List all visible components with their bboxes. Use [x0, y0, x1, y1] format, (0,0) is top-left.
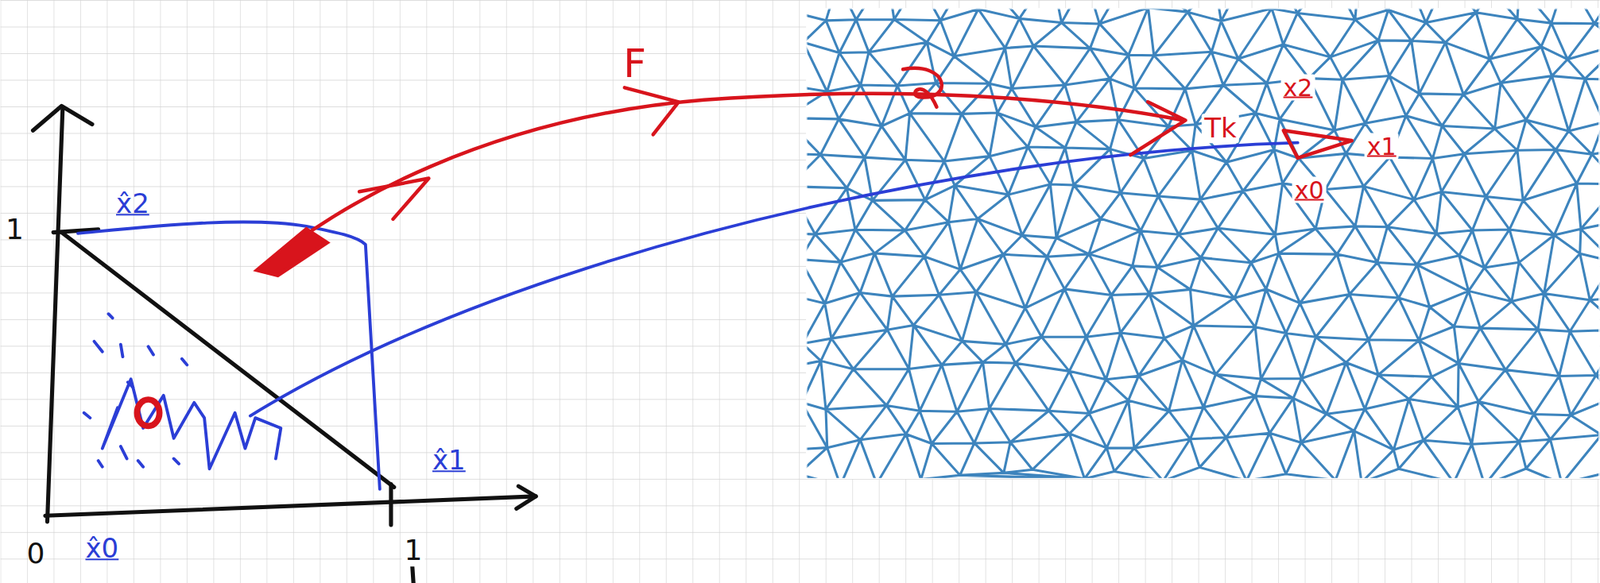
- vertex-label: x̂2: [113, 189, 152, 219]
- axis-tick-label: 1: [401, 534, 425, 567]
- red-map-arrow: [263, 68, 1353, 268]
- sample-point: [136, 399, 159, 427]
- blue-map-lines: [77, 143, 1298, 490]
- vertex-label: x̂1: [430, 446, 469, 477]
- vertex-label: x1: [1364, 132, 1399, 159]
- element-label: Tk: [1201, 113, 1239, 144]
- origin-label: 0: [23, 538, 47, 570]
- vertex-label: x2: [1281, 74, 1316, 101]
- triangle-mesh: [805, 7, 1600, 480]
- mesh-frame: [805, 7, 1600, 480]
- mesh-edges: [805, 7, 1600, 480]
- map-label: F: [620, 41, 649, 86]
- arrow-head: [257, 229, 327, 276]
- reference-axes: [33, 105, 537, 583]
- vertex-label: x0: [1292, 176, 1327, 203]
- axis-tick-label: 1: [3, 213, 27, 246]
- vertex-label: x̂0: [82, 534, 121, 564]
